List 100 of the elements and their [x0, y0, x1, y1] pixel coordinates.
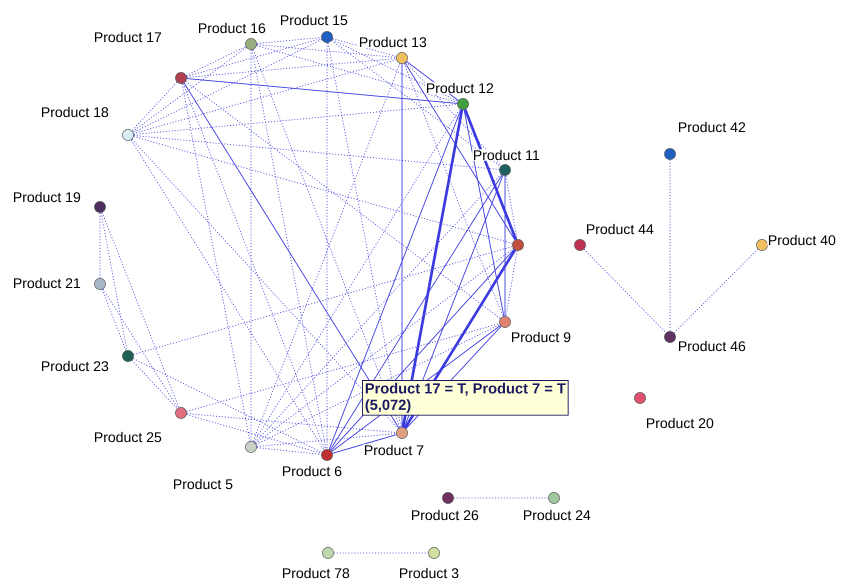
graph-node: [245, 38, 257, 50]
graph-node: [499, 316, 511, 328]
connector-line: [584, 248, 666, 334]
connector-line: [506, 175, 518, 240]
node-label: Product 42: [677, 121, 746, 133]
connector-line: [132, 47, 247, 132]
connector-line: [182, 83, 250, 442]
connector-line: [506, 250, 518, 317]
node-label: Product 9: [510, 331, 572, 343]
connector-line: [133, 136, 513, 244]
connector-line: [186, 414, 322, 454]
graph-node: [122, 129, 134, 141]
node-label: Product 6: [281, 465, 343, 477]
node-label: Product 16: [197, 22, 266, 34]
connector-line: [185, 81, 501, 319]
connector-line: [132, 360, 178, 410]
node-label: Product 19: [12, 191, 82, 203]
node-label: Product 40: [767, 234, 836, 246]
connector-line: [332, 434, 397, 454]
node-label: Product 18: [40, 106, 110, 118]
graph-node: [457, 98, 469, 110]
connector-line: [256, 37, 322, 44]
connector-line: [186, 46, 246, 76]
graph-node: [574, 239, 586, 251]
connector-line: [186, 38, 322, 77]
node-label: Product 20: [645, 417, 714, 429]
connector-line: [256, 447, 322, 455]
connector-line: [133, 246, 513, 355]
connector-line: [464, 108, 518, 240]
connector-line: [464, 109, 504, 317]
graph-node: [175, 407, 187, 419]
graph-node: [664, 148, 676, 160]
connector-line: [252, 49, 326, 450]
node-label: Product 24: [522, 509, 592, 521]
connector-line: [130, 140, 324, 450]
node-label: Product 26: [410, 509, 480, 521]
graph-node: [512, 239, 524, 251]
graph-node: [428, 547, 440, 559]
tooltip-box: Product 17 = T, Product 7 = T (5,072): [362, 380, 569, 416]
node-label: Product 17: [93, 31, 162, 43]
graph-node: [396, 427, 408, 439]
node-label: Product 11: [472, 149, 540, 161]
connector-line: [328, 42, 402, 428]
graph-node: [94, 201, 106, 213]
node-label: Product 3: [398, 567, 460, 579]
connector-line: [256, 433, 397, 447]
connector-line: [255, 248, 514, 444]
node-label: Product 13: [358, 36, 428, 48]
connector-line: [102, 212, 180, 408]
node-label: Product 23: [40, 360, 110, 372]
connector-line: [331, 40, 501, 167]
node-label: Product 78: [281, 567, 350, 579]
graph-node: [94, 278, 106, 290]
node-label: Product 15: [279, 14, 348, 26]
connector-line: [332, 38, 397, 57]
connector-line: [250, 49, 252, 442]
connector-line: [132, 39, 322, 133]
graph-node: [175, 72, 187, 84]
node-label: Product 44: [585, 223, 654, 235]
graph-node: [321, 449, 333, 461]
connector-line: [328, 109, 462, 450]
graph-node: [499, 164, 511, 176]
graph-node: [442, 492, 454, 504]
connector-line: [333, 552, 429, 554]
connector-line: [132, 82, 178, 132]
graph-node: [322, 547, 334, 559]
graph-node: [756, 239, 768, 251]
connector-line: [186, 323, 500, 412]
connector-line: [326, 42, 328, 450]
connector-line: [404, 62, 516, 240]
connector-line: [402, 110, 464, 428]
node-label: Product 5: [172, 478, 234, 490]
node-label: Product 7: [363, 444, 425, 456]
connector-line: [184, 82, 400, 428]
connector-line: [186, 78, 458, 104]
connector-line: [674, 248, 758, 334]
graph-node: [634, 392, 646, 404]
graph-node: [664, 331, 676, 343]
connector-line: [254, 174, 502, 444]
connector-line: [182, 83, 326, 450]
connector-line: [404, 63, 504, 317]
node-label: Product 21: [12, 277, 82, 289]
connector-line: [133, 59, 397, 134]
connector-line: [406, 62, 502, 166]
connector-line: [102, 289, 126, 351]
connector-line: [132, 138, 398, 430]
connector-line: [102, 288, 178, 408]
connector-line: [133, 135, 500, 170]
connector-line: [256, 45, 458, 103]
node-label: Product 46: [677, 340, 746, 352]
connector-line: [254, 108, 460, 442]
graph-node: [245, 441, 257, 453]
connector-line: [100, 212, 128, 351]
node-label: Product 25: [93, 431, 162, 443]
connector-line: [504, 175, 506, 317]
connector-line: [332, 39, 458, 102]
connector-line: [186, 413, 397, 433]
graph-node: [548, 492, 560, 504]
node-label: Product 12: [425, 82, 494, 94]
connector-line: [186, 58, 397, 78]
